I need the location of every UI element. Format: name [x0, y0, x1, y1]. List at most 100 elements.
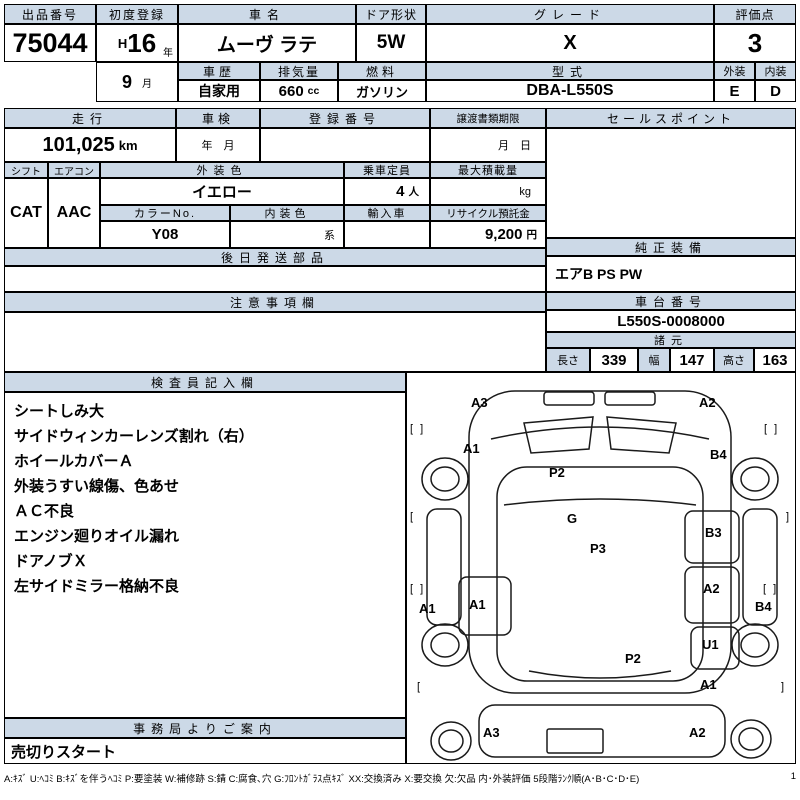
- height-value: 163: [754, 348, 796, 372]
- lot-number-header: 出品番号: [4, 4, 96, 24]
- right-front-door-panel: [684, 510, 740, 564]
- transfer-deadline: 月 日: [430, 128, 546, 162]
- damage-code: A1: [469, 597, 486, 612]
- length-value: 339: [590, 348, 638, 372]
- history-header: 車歴: [178, 62, 260, 80]
- exterior-color: イエロー: [100, 178, 344, 205]
- registration-number: [260, 128, 430, 162]
- mileage-unit: km: [118, 137, 138, 153]
- license-plate: [546, 728, 604, 754]
- caution-box: [4, 312, 546, 372]
- damage-diagram-box: A3 A2 A1 B4 P2 G P3 B3 A2 A1 A1 B4 U1 P2…: [406, 372, 796, 764]
- rear-window-line: [528, 670, 672, 679]
- height-label: 高さ: [714, 348, 754, 372]
- shaken-header: 車検: [176, 108, 260, 128]
- damage-code: A1: [700, 677, 717, 692]
- door-shape: 5W: [356, 24, 426, 62]
- left-door-panel: [458, 576, 512, 636]
- first-registration-year: 16: [127, 27, 157, 58]
- wheel-front-left: [421, 457, 469, 501]
- shift-type: CAT: [4, 178, 48, 248]
- registration-number-header: 登録番号: [260, 108, 430, 128]
- width-label: 幅: [638, 348, 670, 372]
- genuine-equipment: エアB PS PW: [546, 256, 796, 292]
- aircon-type: AAC: [48, 178, 100, 248]
- office-info-value: 売切りスタート: [4, 738, 406, 764]
- cabin-outline: [496, 466, 704, 682]
- dashboard-line: [503, 498, 697, 506]
- damage-code: A2: [703, 581, 720, 596]
- max-load-header: 最大積載量: [430, 162, 546, 178]
- inspector-note-line: ホイールカバーＡ: [14, 453, 134, 470]
- bracket-mark: [ ]: [410, 583, 426, 595]
- damage-code: G: [567, 511, 578, 526]
- capacity-cell: 4 人: [344, 178, 430, 205]
- grade-header: グレード: [426, 4, 714, 24]
- capacity-unit: 人: [408, 186, 420, 198]
- damage-code: A2: [689, 725, 706, 740]
- capacity-header: 乗車定員: [344, 162, 430, 178]
- exterior-color-header: 外装色: [100, 162, 344, 178]
- sales-point-box: [546, 128, 796, 238]
- right-quarter-panel: [690, 626, 740, 670]
- right-rear-door-panel: [684, 566, 740, 624]
- interior-color-header: 内装色: [230, 205, 344, 221]
- wheel-rear-left: [421, 623, 469, 667]
- wheel-rear-right: [731, 623, 779, 667]
- inspector-note-line: エンジン廻りオイル漏れ: [14, 528, 180, 545]
- windshield-left: [523, 416, 594, 454]
- windshield-right: [606, 416, 677, 454]
- mileage-header: 走行: [4, 108, 176, 128]
- first-registration-month: 9: [121, 71, 132, 92]
- inspector-notes-header: 検査員記入欄: [4, 372, 406, 392]
- chassis-number-header: 車台番号: [546, 292, 796, 310]
- month-suffix: 月: [142, 78, 152, 90]
- model-code-header: 型式: [426, 62, 714, 80]
- later-parts-box: [4, 266, 546, 292]
- fuel-type: ガソリン: [338, 80, 426, 102]
- damage-code: B3: [705, 525, 722, 540]
- front-grille-right: [604, 391, 656, 406]
- car-history: 自家用: [178, 80, 260, 102]
- rear-view-outline: [478, 704, 726, 758]
- damage-code: A3: [471, 395, 488, 410]
- damage-code: A1: [463, 441, 480, 456]
- displacement-unit: cc: [307, 85, 320, 97]
- recycle-amount: 9,200: [484, 226, 523, 243]
- damage-code: P2: [625, 651, 641, 666]
- legend-text: A:ｷｽﾞ U:ﾍｺﾐ B:ｷｽﾞを伴うﾍｺﾐ P:要塗装 W:補修跡 S:錆 …: [4, 774, 640, 785]
- sales-point-header: セールスポイント: [546, 108, 796, 128]
- interior-color-suffix: 系: [230, 221, 344, 248]
- wheel-front-right: [731, 457, 779, 501]
- displacement: 660: [278, 82, 304, 100]
- car-name: ムーヴ ラテ: [178, 24, 356, 62]
- shaken-value: 年 月: [176, 128, 260, 162]
- windshield-top-line: [490, 426, 710, 440]
- rear-view-wheel-right: [730, 719, 772, 759]
- damage-code: U1: [702, 637, 719, 652]
- inspector-note-line: シートしみ大: [14, 403, 105, 420]
- recycle-deposit-header: リサイクル預託金: [430, 205, 546, 221]
- import-header: 輸入車: [344, 205, 430, 221]
- rear-view-wheel-left: [430, 721, 472, 761]
- displacement-header: 排気量: [260, 62, 338, 80]
- recycle-deposit-cell: 9,200 円: [430, 221, 546, 248]
- bracket-mark: ]: [786, 511, 792, 523]
- bracket-mark: [: [417, 681, 423, 693]
- front-grille-left: [543, 391, 595, 406]
- interior-grade-header: 内装: [755, 62, 796, 80]
- inspector-note-line: 外装うすい線傷、色あせ: [14, 478, 180, 495]
- mileage-cell: 101,025 km: [4, 128, 176, 162]
- car-body-outline: [468, 390, 732, 694]
- max-load-cell: kg: [430, 178, 546, 205]
- exterior-grade: E: [714, 80, 755, 102]
- first-registration-year-cell: H 16 年: [96, 24, 178, 62]
- page-number: 1: [790, 771, 796, 782]
- grade: X: [426, 24, 714, 62]
- inspector-note-line: 左サイドミラー格納不良: [14, 578, 180, 595]
- damage-code: A1: [419, 601, 436, 616]
- displacement-cell: 660 cc: [260, 80, 338, 102]
- mileage-value: 101,025: [42, 133, 115, 156]
- lot-number: 75044: [4, 24, 96, 62]
